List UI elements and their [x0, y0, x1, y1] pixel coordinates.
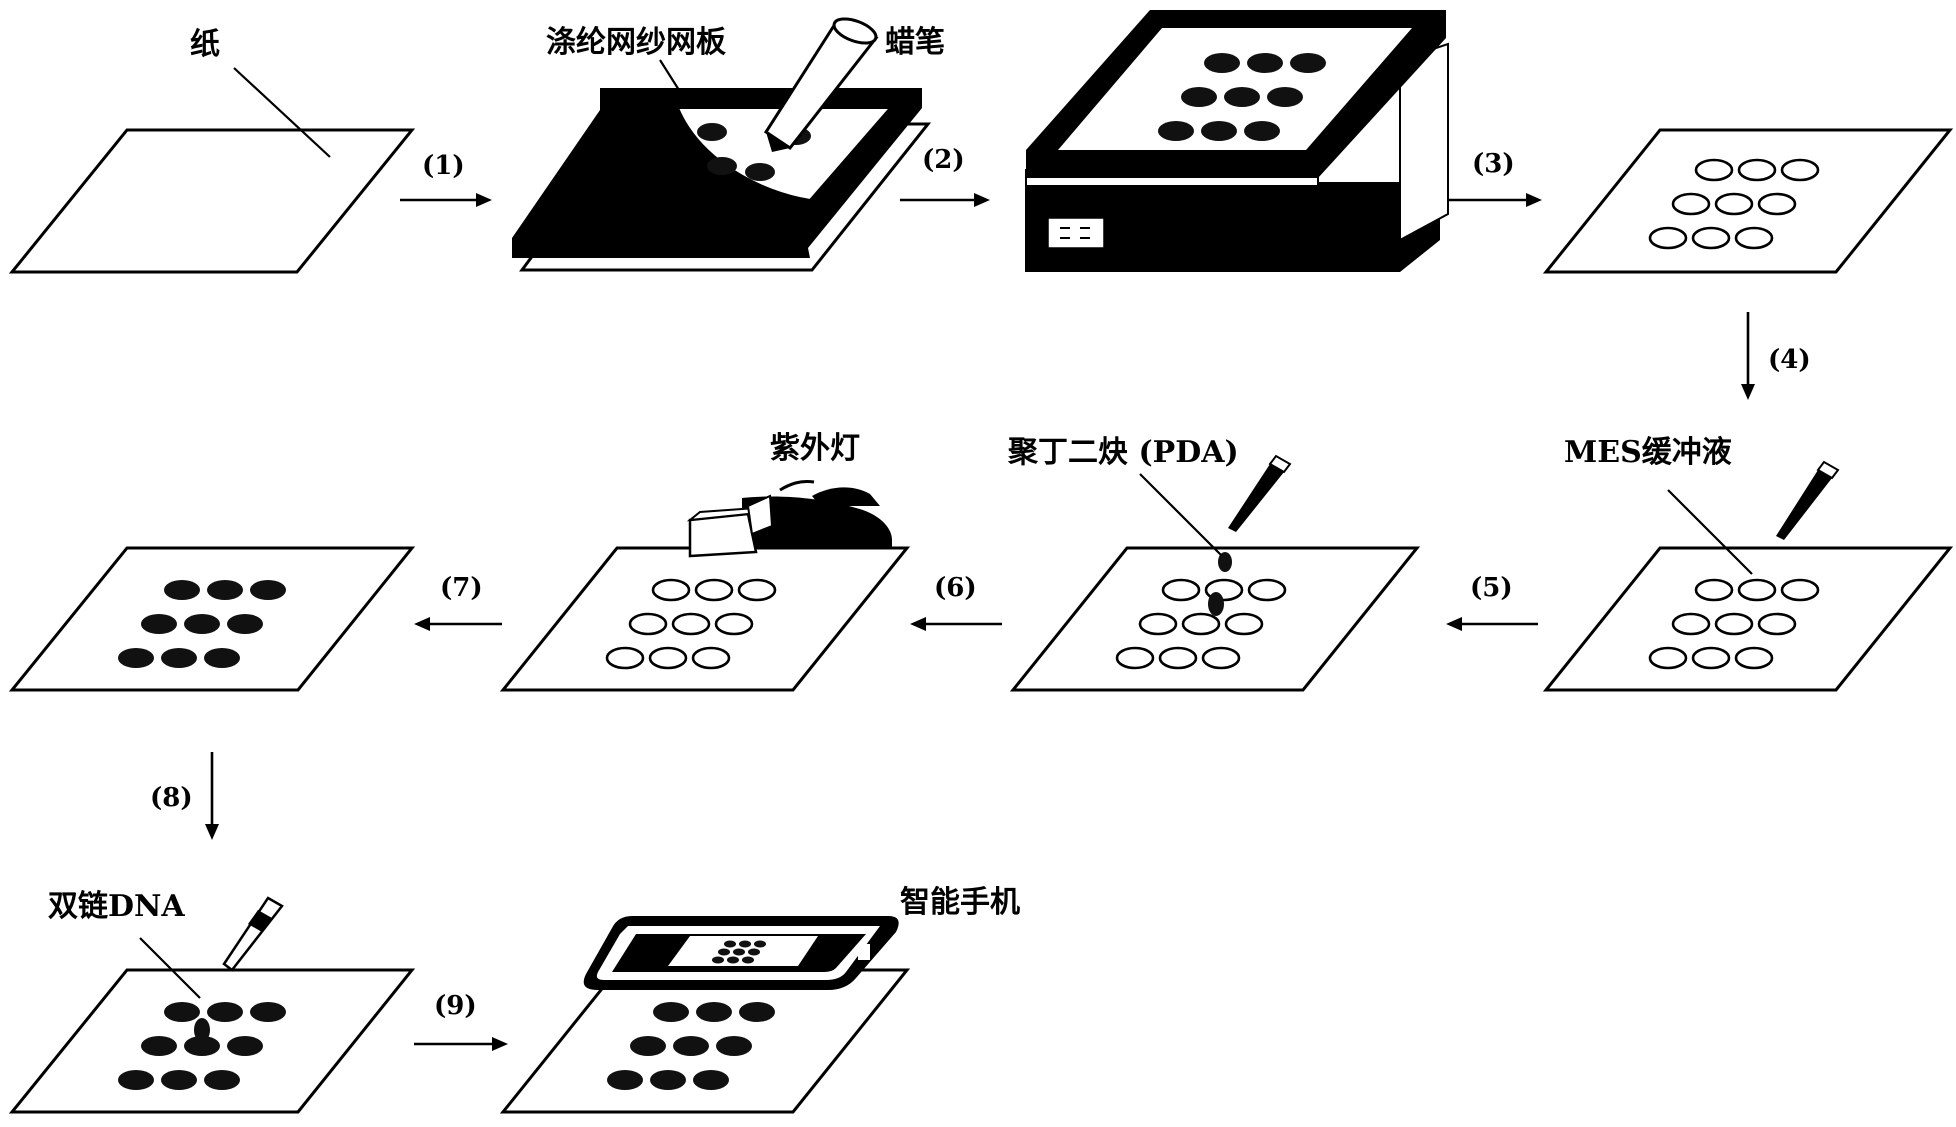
step-6-label: (6)	[934, 573, 977, 603]
arrow-step-1: (1)	[400, 151, 492, 207]
arrow-step-9: (9)	[414, 991, 508, 1051]
step-7-label: (7)	[440, 573, 483, 603]
panel-screen-printing: 涤纶网纱网板 蜡笔	[512, 17, 945, 272]
label-hot-plate: 加热板	[1312, 238, 1402, 273]
panel-paper: 纸	[8, 27, 416, 274]
panel-polymerized	[8, 546, 416, 692]
pipette-icon	[222, 896, 284, 972]
step-9-label: (9)	[434, 991, 477, 1021]
arrow-step-2: (2)	[900, 145, 990, 207]
arrow-step-5: (5)	[1446, 573, 1538, 631]
label-paper: 纸	[190, 27, 220, 62]
panel-smartphone: 智能手机	[499, 885, 1020, 1114]
step-5-label: (5)	[1470, 573, 1513, 603]
pipette-icon	[1228, 454, 1292, 532]
label-dsdna: 双链DNA	[48, 889, 185, 924]
step-1-label: (1)	[422, 151, 465, 181]
label-mes-buffer: MES缓冲液	[1564, 435, 1732, 470]
label-wax-pen: 蜡笔	[885, 25, 945, 60]
panel-dsdna: 双链DNA	[8, 889, 416, 1114]
arrow-step-8: (8)	[150, 752, 219, 840]
step-3-label: (3)	[1472, 149, 1515, 179]
panel-wax-rings	[1542, 128, 1954, 274]
label-uv-lamp: 紫外灯	[770, 431, 860, 466]
wax-pen-icon	[763, 17, 879, 152]
uv-lamp-icon	[686, 480, 892, 558]
step-8-label: (8)	[150, 783, 193, 813]
step-2-label: (2)	[922, 145, 965, 175]
panel-mes-buffer: MES缓冲液	[1542, 435, 1954, 692]
label-pda: 聚丁二炔 (PDA)	[1007, 435, 1239, 470]
arrow-step-7: (7)	[414, 573, 502, 631]
arrow-step-3: (3)	[1448, 149, 1542, 207]
hot-plate-icon: 加热板	[1025, 10, 1449, 273]
panel-pda: 聚丁二炔 (PDA)	[1007, 435, 1421, 692]
label-smartphone: 智能手机	[900, 885, 1020, 920]
smartphone-icon	[583, 916, 899, 990]
label-polyester-screen: 涤纶网纱网板	[546, 25, 726, 60]
pipette-icon	[1776, 460, 1840, 540]
panel-uv-lamp: 紫外灯	[499, 431, 911, 692]
arrow-step-4: (4)	[1741, 312, 1811, 400]
step-4-label: (4)	[1768, 345, 1811, 375]
arrow-step-6: (6)	[910, 573, 1002, 631]
